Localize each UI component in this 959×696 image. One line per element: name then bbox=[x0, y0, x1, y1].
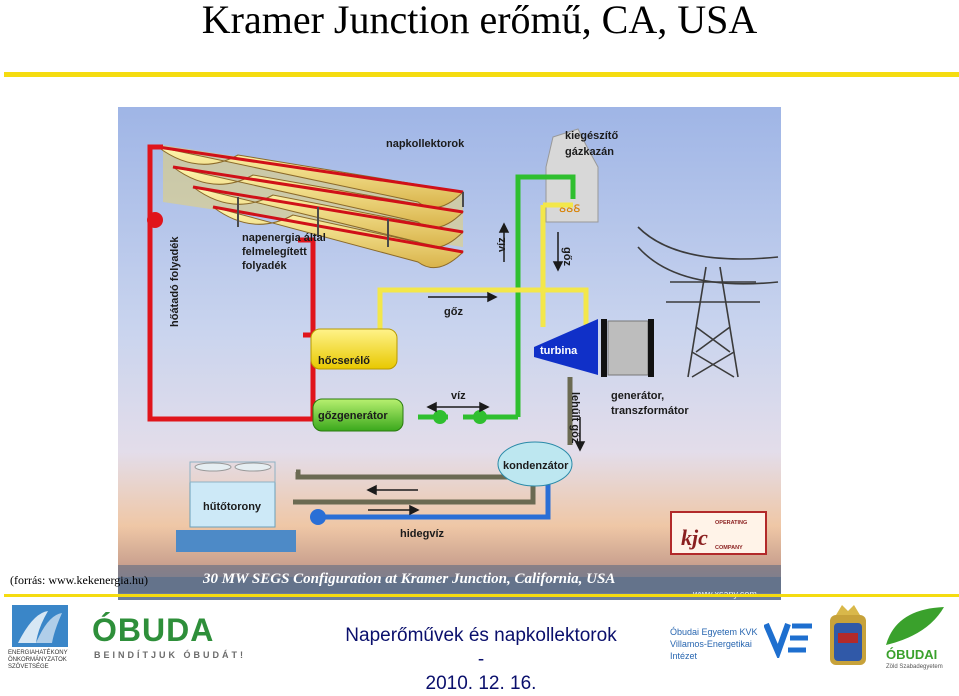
svg-text:COMPANY: COMPANY bbox=[715, 545, 743, 551]
bottom-divider bbox=[4, 594, 959, 597]
svg-text:ÓBUDAI: ÓBUDAI bbox=[886, 647, 937, 662]
solar-collector-field bbox=[157, 145, 465, 269]
label-napenergia-3: folyadék bbox=[242, 260, 288, 272]
slide-title: Kramer Junction erőmű, CA, USA bbox=[201, 0, 758, 42]
cooling-tower bbox=[176, 461, 296, 552]
label-lehult-goz: lehűlt gőz bbox=[569, 392, 581, 444]
obuda-tagline: BEINDÍTJUK ÓBUDÁT! bbox=[94, 650, 246, 660]
top-divider bbox=[4, 72, 959, 77]
obudai-green-logo: ÓBUDAI Zöld Szabadegyetem bbox=[886, 607, 944, 670]
label-napkollektorok: napkollektorok bbox=[386, 138, 465, 150]
generator-block bbox=[607, 320, 649, 376]
label-gazkazan: gázkazán bbox=[565, 146, 614, 158]
label-hocserelo: hőcserélő bbox=[318, 355, 370, 367]
condenser bbox=[497, 441, 573, 487]
label-hutotorony: hűtőtorony bbox=[203, 501, 262, 513]
energia-caption: ENERGIAHATÉKONY ÖNKORMÁNYZATOK SZÖVETSÉG… bbox=[8, 650, 68, 670]
flow-arrows bbox=[366, 222, 586, 516]
label-turbina: turbina bbox=[540, 345, 578, 357]
label-kiegeszito: kiegészítő bbox=[565, 130, 618, 142]
water-pump-right bbox=[473, 410, 487, 424]
water-pump-left bbox=[433, 410, 447, 424]
steam-line bbox=[377, 202, 589, 332]
label-hoatado: hőátadó folyadék bbox=[169, 236, 181, 327]
ve-logo: VE bbox=[764, 618, 812, 658]
steam-generator bbox=[312, 398, 404, 432]
label-kondenzator: kondenzátor bbox=[503, 460, 569, 472]
power-plant-diagram: ꟙꟙꟙ bbox=[118, 107, 781, 600]
label-hidegviz: hidegvíz bbox=[400, 528, 445, 540]
label-viz-vertical: víz bbox=[496, 237, 508, 252]
cold-water-line bbox=[313, 482, 551, 520]
heat-exchanger bbox=[310, 328, 398, 370]
footer-title-line1: Naperőművek és napkollektorok - bbox=[345, 625, 617, 670]
label-goz-vertical: gőz bbox=[561, 247, 573, 266]
obuda-crest-icon bbox=[830, 605, 866, 665]
svg-text:VE: VE bbox=[764, 618, 766, 619]
obuda-logo-text: ÓBUDA bbox=[92, 612, 215, 648]
banner-band bbox=[118, 565, 781, 593]
transmission-tower bbox=[637, 226, 779, 378]
kjc-logo: kjc OPERATING COMPANY bbox=[670, 511, 767, 555]
footer-title: Naperőművek és napkollektorok - 2010. 12… bbox=[342, 624, 620, 696]
label-generator-1: generátor, bbox=[611, 390, 664, 402]
turbine bbox=[534, 319, 598, 375]
university-caption: Óbudai Egyetem KVK Villamos-Energetikai … bbox=[670, 627, 758, 661]
obuda-logo: ÓBUDA BEINDÍTJUK ÓBUDÁT! bbox=[92, 612, 243, 660]
hot-fluid-pump bbox=[147, 212, 163, 228]
label-goz-top: gőz bbox=[444, 306, 463, 318]
svg-text:OPERATING: OPERATING bbox=[715, 520, 747, 526]
label-napenergia-2: felmelegített bbox=[242, 246, 307, 258]
label-napenergia-1: napenergia által bbox=[242, 232, 326, 244]
svg-text:Zöld Szabadegyetem: Zöld Szabadegyetem bbox=[886, 664, 943, 670]
label-gozgenerator: gőzgenerátor bbox=[318, 410, 388, 422]
label-viz-mid: víz bbox=[451, 390, 466, 402]
label-generator-2: transzformátor bbox=[611, 405, 689, 417]
cold-water-pump bbox=[310, 509, 326, 525]
svg-text:kjc: kjc bbox=[681, 525, 708, 550]
energia-logo bbox=[12, 605, 68, 647]
exhaust-line bbox=[293, 377, 573, 505]
banner-text: 30 MW SEGS Configuration at Kramer Junct… bbox=[202, 571, 615, 587]
source-note: (forrás: www.kekenergia.hu) bbox=[10, 573, 148, 587]
